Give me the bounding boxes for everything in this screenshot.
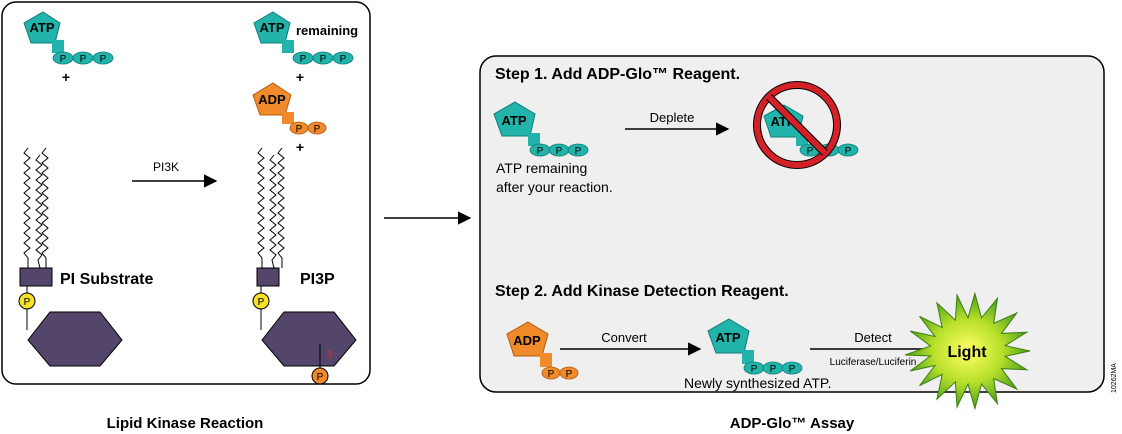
svg-text:P: P [296,124,303,135]
newly-synthesized-label: Newly synthesized ATP. [684,375,831,391]
svg-text:P: P [575,146,582,157]
position-number: 3 [326,349,332,361]
svg-text:P: P [548,369,555,380]
inositol-ring-substrate [27,311,123,367]
svg-text:P: P [300,54,307,65]
atp-molecule-left: ATP P P P [23,11,114,65]
svg-text:P: P [845,146,852,157]
adp-molecule-left: ADP P P [252,82,327,135]
atp-remaining-molecule: ATP P P P [253,11,354,65]
svg-text:P: P [537,146,544,157]
svg-text:P: P [24,297,31,308]
lipid-tails-substrate [23,147,49,269]
atp-molecule-step2: ATP P P P [707,318,803,375]
luciferase-label: Luciferase/Luciferin [830,357,917,368]
svg-text:ADP: ADP [258,92,286,107]
svg-text:+: + [296,139,304,155]
phosphate-yellow [18,292,36,310]
deplete-label: Deplete [650,110,695,125]
step1-title: Step 1. Add ADP-Glo™ Reagent. [495,66,740,83]
pi3p-label: PI3P [300,271,335,288]
left-caption: Lipid Kinase Reaction [107,415,264,432]
adp-molecule-step2: ADP P P [506,321,579,380]
svg-text:P: P [100,54,107,65]
svg-text:P: P [807,146,814,157]
detect-label: Detect [854,330,892,345]
plus-sign: + [62,69,70,85]
svg-text:ATP: ATP [501,113,526,128]
adp-glo-panel: Step 1. Add ADP-Glo™ Reagent. ATP P P P … [479,55,1105,411]
pi3p-headgroup [256,267,280,287]
convert-label: Convert [601,330,647,345]
svg-text:P: P [556,146,563,157]
light-label: Light [947,344,987,361]
svg-text:P: P [60,54,67,65]
svg-text:P: P [751,364,758,375]
phosphate-yellow-product [252,292,270,310]
svg-text:P: P [770,364,777,375]
right-panel-border [479,55,1105,393]
lipid-kinase-panel: ATP P P P + PI Substrate P PI3K ATP [1,1,371,385]
atp-remaining-line1: ATP remaining [496,160,587,176]
svg-text:ATP: ATP [259,20,284,35]
svg-text:+: + [296,69,304,85]
light-burst-icon [904,291,1031,411]
remaining-label: remaining [296,23,358,38]
inositol-ring-product [261,311,357,367]
right-caption: ADP-Glo™ Assay [730,415,855,432]
catalog-code: 10262MA [1111,363,1118,393]
svg-text:P: P [80,54,87,65]
phosphate-orange [311,367,329,385]
svg-text:P: P [789,364,796,375]
pi-substrate-headgroup [19,267,53,287]
svg-text:P: P [340,54,347,65]
svg-text:P: P [566,369,573,380]
svg-text:P: P [320,54,327,65]
svg-text:P: P [314,124,321,135]
svg-text:ADP: ADP [513,333,541,348]
lipid-tails-product [257,147,285,269]
prohibit-icon [753,81,841,169]
atp-remaining-line2: after your reaction. [496,179,613,195]
svg-text:P: P [258,297,265,308]
pi-substrate-label: PI Substrate [60,271,153,288]
svg-text:ATP: ATP [715,330,740,345]
svg-text:P: P [317,372,324,383]
atp-label-left: ATP [29,20,54,35]
step2-title: Step 2. Add Kinase Detection Reagent. [495,283,789,300]
pi3k-label: PI3K [153,160,179,174]
atp-molecule-step1: ATP P P P [493,101,589,157]
